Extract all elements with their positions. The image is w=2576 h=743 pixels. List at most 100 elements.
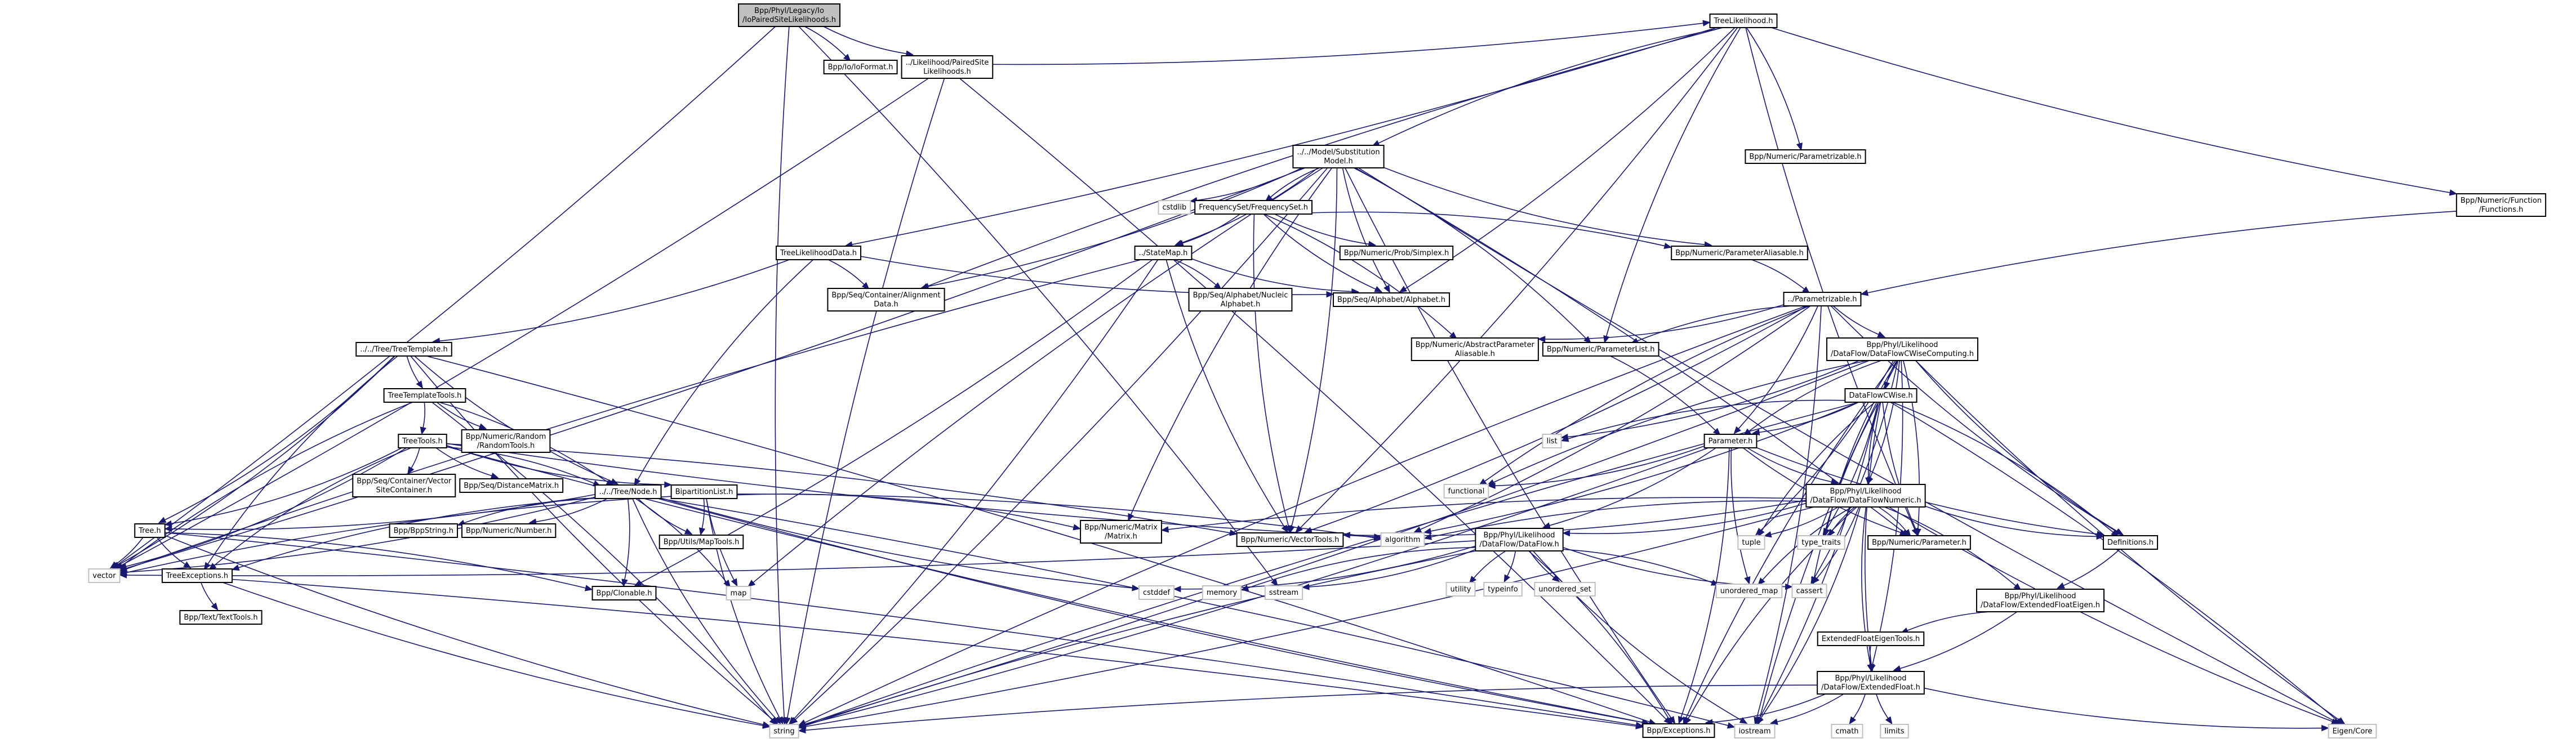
edge-line [1358, 167, 2335, 722]
graph-node-dataflow[interactable]: Bpp/Phyl/Likelihood/DataFlow/DataFlow.h [1475, 528, 1564, 551]
graph-node-numparameter[interactable]: Bpp/Numeric/Parameter.h [1867, 535, 1971, 550]
graph-node-freqset[interactable]: FrequencySet/FrequencySet.h [1194, 200, 1313, 215]
node-label: /DataFlow/DataFlowNumeric.h [1810, 496, 1921, 505]
edge-line [1869, 645, 1871, 665]
graph-node-treelikdata[interactable]: TreeLikelihoodData.h [775, 246, 862, 260]
edge-line [1253, 213, 1289, 527]
node-box [1817, 631, 1925, 646]
edge-dfnumeric-to-tuple [1763, 506, 1839, 538]
edge-line [1876, 693, 1889, 719]
arrowhead-icon [1423, 533, 1432, 540]
edge-line [1405, 27, 1736, 290]
graph-node-alphabet[interactable]: Bpp/Seq/Alphabet/Alphabet.h [1332, 292, 1451, 307]
graph-node-parametrizable[interactable]: ../Parametrizable.h [1783, 292, 1862, 306]
graph-node-definitions[interactable]: Definitions.h [2102, 535, 2159, 550]
graph-node-treetemplate[interactable]: ../../Tree/TreeTemplate.h [355, 342, 452, 357]
graph-node-pairedsite[interactable]: ../Likelihood/PairedSiteLikelihoods.h [901, 55, 994, 79]
edge-line [115, 537, 144, 565]
edge-tree-to-string [164, 535, 771, 728]
arrowhead-icon [407, 466, 415, 475]
graph-node-dfcwise[interactable]: DataFlowCWise.h [1844, 388, 1917, 403]
graph-node-treeexceptions[interactable]: TreeExceptions.h [161, 568, 233, 583]
graph-node-statemap[interactable]: ../StateMap.h [1134, 246, 1193, 260]
node-label: Bpp/Seq/DistanceMatrix.h [464, 482, 559, 490]
arrowhead-icon [798, 727, 806, 734]
edge-line [1605, 27, 1741, 337]
node-box [738, 3, 840, 27]
graph-node-treelik[interactable]: TreeLikelihood.h [1709, 14, 1778, 28]
edge-dfcwise-to-numparameter [1882, 402, 1919, 536]
graph-node-ioformat[interactable]: Bpp/Io/IoFormat.h [823, 60, 898, 74]
edge-pairedsite-to-string [784, 78, 945, 726]
edge-line [411, 447, 420, 469]
edge-dataflow-to-exceptions [1528, 550, 1673, 726]
node-box [352, 474, 456, 497]
graph-node-vectortools[interactable]: Bpp/Numeric/VectorTools.h [1236, 532, 1344, 547]
graph-node-clonable[interactable]: Bpp/Clonable.h [591, 586, 657, 600]
graph-node-treetemplatetools[interactable]: TreeTemplateTools.h [383, 388, 466, 403]
edge-line [1870, 360, 1900, 478]
edge-parametrizable-to-dfcwisecomputing [1832, 305, 1886, 337]
edge-line [1182, 213, 1240, 244]
node-label: TreeTemplateTools.h [388, 391, 462, 400]
edge-line [706, 498, 780, 718]
arrowhead-icon [1812, 576, 1819, 584]
edge-line [793, 259, 1159, 720]
graph-node-root[interactable]: Bpp/Phyl/Legacy/Io/IoPairedSiteLikelihoo… [738, 3, 840, 27]
graph-node-functions[interactable]: Bpp/Numeric/Function/Functions.h [2455, 193, 2547, 217]
edge-treeexceptions-to-exceptions [232, 579, 1644, 729]
edge-parameter-to-dataflow [1542, 447, 1716, 529]
edge-line [213, 447, 412, 566]
node-label: Bpp/Numeric/VectorTools.h [1241, 536, 1340, 544]
node-box [1542, 434, 1562, 448]
graph-node-extfloateigen[interactable]: Bpp/Phyl/Likelihood/DataFlow/ExtendedFlo… [1976, 589, 2105, 612]
edge-dataflow-to-utility [1469, 550, 1506, 584]
graph-node-node[interactable]: ../../Tree/Node.h [594, 484, 662, 499]
graph-node-randomtools[interactable]: Bpp/Numeric/Random/RandomTools.h [461, 429, 551, 453]
node-label: Bpp/Numeric/Function [2461, 197, 2542, 205]
graph-node-paramlist[interactable]: Bpp/Numeric/ParameterList.h [1542, 342, 1660, 357]
graph-node-number[interactable]: Bpp/Numeric/Number.h [461, 523, 557, 538]
graph-node-dfnumeric[interactable]: Bpp/Phyl/Likelihood/DataFlow/DataFlowNum… [1805, 484, 1926, 508]
edge-subsmodel-to-vectortools [1288, 167, 1338, 533]
graph-node-matrix[interactable]: Bpp/Numeric/Matrix/Matrix.h [1080, 520, 1162, 544]
graph-node-extfloat[interactable]: Bpp/Phyl/Likelihood/DataFlow/ExtendedFlo… [1817, 671, 1925, 695]
graph-node-texttools[interactable]: Bpp/Text/TextTools.h [179, 610, 263, 625]
graph-node-exceptions[interactable]: Bpp/Exceptions.h [1642, 723, 1715, 738]
node-box [1791, 584, 1827, 598]
graph-node-parameter[interactable]: Parameter.h [1703, 434, 1758, 448]
graph-node-bppstring[interactable]: Bpp/BppString.h [389, 523, 459, 538]
edge-line [1746, 27, 1800, 144]
graph-node-treetools[interactable]: TreeTools.h [398, 434, 447, 448]
arrowhead-icon [1423, 528, 1432, 535]
arrowhead-icon [1374, 286, 1383, 292]
graph-node-maptools[interactable]: Bpp/Utils/MapTools.h [659, 535, 744, 549]
edge-line [1868, 402, 1880, 478]
arrowhead-icon [1326, 291, 1334, 298]
edge-line [414, 355, 612, 482]
graph-node-numparametrizable[interactable]: Bpp/Numeric/Parametrizable.h [1745, 149, 1866, 164]
node-box [1797, 535, 1845, 550]
graph-node-distancematrix[interactable]: Bpp/Seq/DistanceMatrix.h [459, 478, 564, 493]
graph-node-extfloateigentools[interactable]: ExtendedFloatEigenTools.h [1817, 631, 1925, 646]
graph-node-tree[interactable]: Tree.h [134, 523, 166, 538]
arrowhead-icon [1413, 526, 1422, 533]
graph-node-bipartition[interactable]: BipartitionList.h [670, 484, 738, 499]
graph-node-dfcwisecomputing[interactable]: Bpp/Phyl/Likelihood/DataFlow/DataFlowCWi… [1826, 337, 1978, 361]
node-label: Bpp/Numeric/Parameter.h [1872, 539, 1967, 547]
graph-node-simplex[interactable]: Bpp/Numeric/Prob/Simplex.h [1339, 246, 1454, 260]
node-box [1976, 589, 2105, 612]
graph-node-paramaliasable[interactable]: Bpp/Numeric/ParameterAliasable.h [1671, 246, 1808, 260]
edge-line [1431, 500, 1807, 538]
node-box [459, 478, 564, 493]
edge-line [1174, 259, 1217, 286]
arrowhead-icon [1769, 718, 1778, 725]
edge-dfcwise-to-typetraits [1822, 402, 1879, 536]
node-box [594, 484, 662, 499]
edge-line [1506, 550, 1516, 576]
